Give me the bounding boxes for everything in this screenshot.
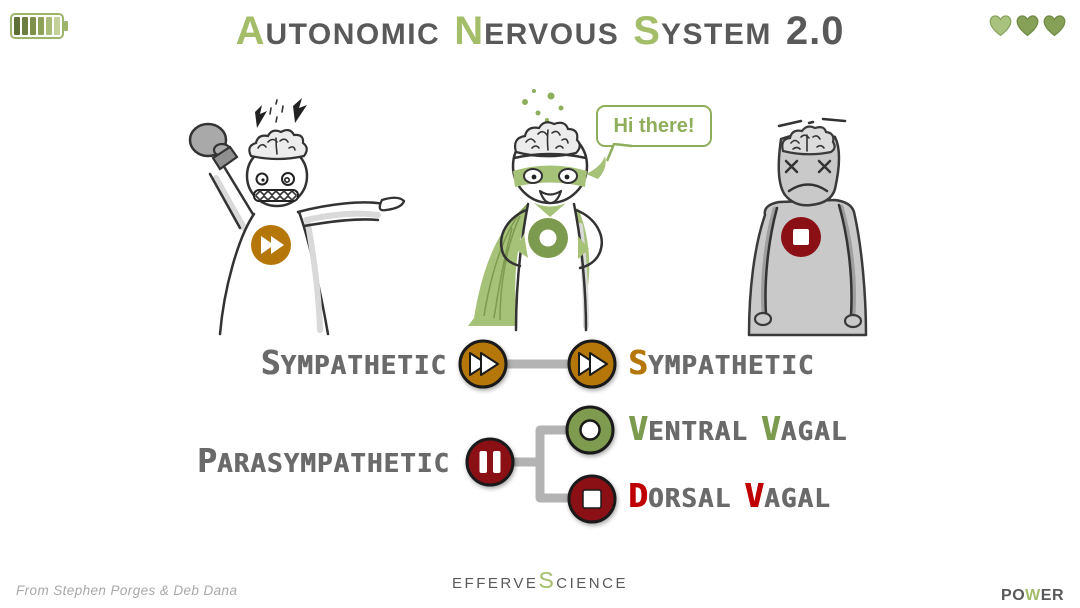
- frown: [787, 183, 829, 193]
- stop-badge: [781, 217, 821, 257]
- speech-text: Hi there!: [613, 114, 695, 137]
- fast-forward-node-icon: [567, 339, 617, 389]
- credit-text: From Stephen Porges & Deb Dana: [16, 583, 238, 598]
- battery-segment: [22, 17, 28, 35]
- pointing-hand: [378, 196, 406, 212]
- hero-mask: [513, 156, 606, 187]
- pause-node-icon: [465, 437, 515, 487]
- spiral-eyes: [255, 172, 295, 186]
- fast-forward-node-icon: [458, 339, 508, 389]
- battery-segment: [38, 17, 44, 35]
- ring-node-icon: [565, 405, 615, 455]
- label-sympathetic-left: SYMPATHETIC: [260, 342, 447, 382]
- hanging-arms: [753, 203, 863, 329]
- speech-bubble-tail: [605, 143, 633, 162]
- x-eyes: [784, 159, 832, 174]
- heart-icon: [1016, 15, 1039, 37]
- arms-akimbo: [499, 208, 603, 270]
- battery-icon: [10, 13, 68, 39]
- brain: [248, 128, 308, 161]
- smile: [538, 189, 563, 205]
- brain: [781, 125, 836, 156]
- label-parasympathetic: PARASYMPATHETIC: [196, 440, 450, 480]
- sparkle-dots: [522, 89, 564, 122]
- label-sympathetic-right: SYMPATHETIC: [628, 342, 815, 382]
- flatline-icon: [777, 117, 847, 128]
- heart-icon: [1043, 15, 1066, 37]
- battery-segment: [46, 17, 52, 35]
- scarf: [534, 203, 566, 217]
- fast-forward-badge: [251, 225, 291, 265]
- battery-segment: [30, 17, 36, 35]
- boxing-glove-icon: [188, 122, 239, 171]
- brain: [512, 121, 588, 160]
- stop-node-icon: [567, 474, 617, 524]
- hearts-icons: [988, 13, 1067, 37]
- battery-segment: [54, 17, 60, 35]
- character-shutdown: [747, 117, 868, 337]
- ring-badge: [528, 218, 568, 258]
- gritted-mouth: [253, 189, 299, 202]
- speech-bubble: Hi there!: [596, 105, 712, 147]
- heart-icon: [989, 15, 1012, 37]
- lightning-icon: [255, 98, 307, 128]
- character-fight-flight: [188, 98, 406, 336]
- character-hero: [468, 89, 606, 332]
- battery-segment: [14, 17, 20, 35]
